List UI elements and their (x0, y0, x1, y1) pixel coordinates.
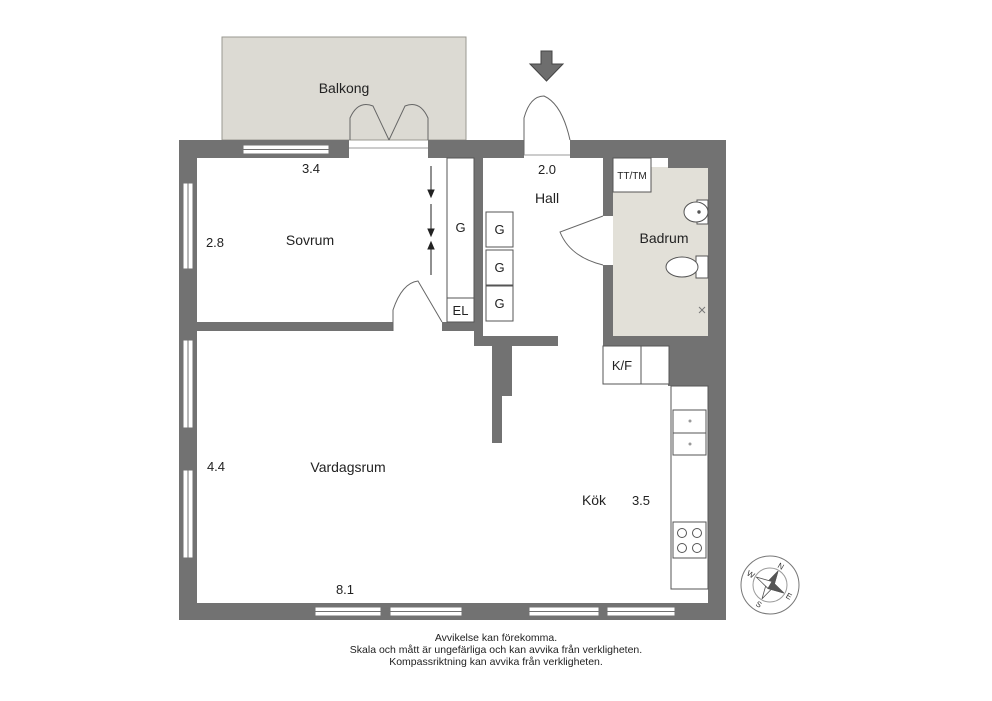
dim-hall-width: 2.0 (538, 162, 556, 177)
window-lines (187, 149, 675, 612)
fixture-label-wardrobe-hall-1: G (494, 222, 504, 237)
fixture-label-electric: EL (453, 303, 469, 318)
sliding-door-arrows (427, 166, 435, 275)
sink-icon (688, 419, 692, 446)
compass-rose-icon: N E S W (740, 555, 800, 615)
fixture-label-wardrobe-hall-2: G (494, 260, 504, 275)
fixture-label-wardrobe-bedroom: G (455, 220, 465, 235)
windows (182, 144, 676, 617)
room-label-badrum: Badrum (639, 230, 688, 246)
fixture-boxes (446, 157, 670, 385)
dim-sovrum-depth: 2.8 (206, 235, 224, 250)
disclaimer-line-3: Kompassriktning kan avvika från verkligh… (389, 656, 603, 668)
room-label-vardagsrum: Vardagsrum (310, 459, 385, 475)
entrance-arrow-icon (528, 50, 565, 82)
balcony-door (349, 104, 429, 149)
room-label-sovrum: Sovrum (286, 232, 334, 248)
bedroom-door (392, 280, 443, 331)
entrance-door (523, 95, 571, 156)
interior-walls (197, 158, 710, 443)
floor-plan: Balkong Sovrum Hall Badrum Vardagsrum Kö… (179, 36, 800, 620)
balcony-area (221, 36, 467, 141)
dim-sovrum-width: 3.4 (302, 161, 320, 176)
kitchen-counter (670, 385, 709, 590)
toilet-icon (665, 255, 709, 279)
fixture-label-washer-dryer: TT/TM (617, 171, 646, 182)
compass-n: N (776, 561, 786, 572)
bathroom-floor (613, 167, 710, 336)
compass-s: S (754, 599, 763, 609)
stove-icon (677, 528, 702, 553)
disclaimer-line-2: Skala och mått är ungefärliga och kan av… (349, 644, 643, 656)
bathroom-door (559, 215, 604, 266)
fixture-label-wardrobe-hall-3: G (494, 296, 504, 311)
washbasin-icon (683, 199, 709, 225)
room-label-kok: Kök (582, 492, 607, 508)
disclaimer-line-1: Avvikelse kan förekomma. (434, 632, 558, 644)
disclaimer: Avvikelse kan förekomma. Skala och mått … (0, 632, 992, 668)
room-label-hall: Hall (535, 190, 559, 206)
floor-drain-icon (698, 306, 706, 314)
room-label-balkong: Balkong (319, 80, 370, 96)
compass-w: W (745, 569, 756, 581)
compass-e: E (784, 591, 793, 601)
dim-vardagsrum-depth: 4.4 (207, 459, 225, 474)
fixture-label-fridge-freezer: K/F (612, 358, 632, 373)
dim-vardagsrum-width: 8.1 (336, 582, 354, 597)
dim-kok-width: 3.5 (632, 493, 650, 508)
